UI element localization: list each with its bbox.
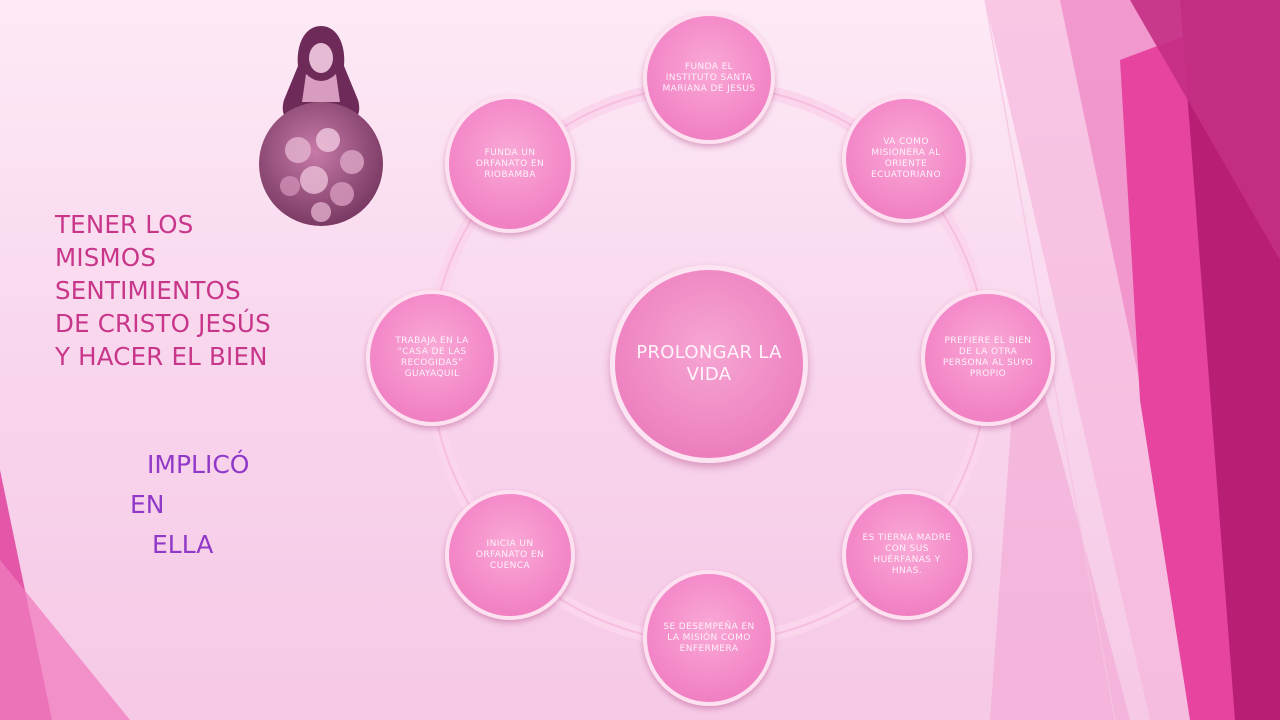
- node-label: PREFIERE EL BIEN DE LA OTRA PERSONA AL S…: [942, 336, 1034, 379]
- center-node-label: PROLONGAR LA VIDA: [636, 342, 782, 385]
- node-label: FUNDA EL INSTITUTO SANTA MARIANA DE JESU…: [662, 61, 756, 94]
- left-corner-shape-2: [0, 560, 130, 720]
- node-prefiere-bien: PREFIERE EL BIEN DE LA OTRA PERSONA AL S…: [921, 290, 1055, 426]
- center-node: PROLONGAR LA VIDA: [610, 265, 808, 463]
- node-tierna-madre: ES TIERNA MADRE CON SUS HUÉRFANAS Y HNAS…: [842, 490, 972, 620]
- node-funda-instituto: FUNDA EL INSTITUTO SANTA MARIANA DE JESU…: [643, 12, 775, 144]
- node-enfermera: SE DESEMPEÑA EN LA MISIÓN COMO ENFERMERA: [643, 570, 775, 706]
- right-top-dark: [1130, 0, 1280, 260]
- title-line-5: Y HACER EL BIEN: [55, 342, 268, 371]
- node-orfanato-riobamba: FUNDA UN ORFANATO EN RIOBAMBA: [445, 95, 575, 233]
- title-line-4: DE CRISTO JESÚS: [55, 309, 271, 338]
- title-line-2: MISMOS: [55, 243, 157, 272]
- subtitle-en: EN: [130, 490, 165, 519]
- node-label: ES TIERNA MADRE CON SUS HUÉRFANAS Y HNAS…: [862, 533, 952, 576]
- node-casa-recogidas: TRABAJA EN LA “CASA DE LAS RECOGIDAS” GU…: [366, 290, 498, 426]
- node-label: SE DESEMPEÑA EN LA MISIÓN COMO ENFERMERA: [663, 621, 755, 654]
- subtitle-implico: IMPLICÓ: [147, 450, 250, 479]
- node-label: FUNDA UN ORFANATO EN RIOBAMBA: [475, 147, 545, 180]
- slide-title: TENER LOS MISMOS SENTIMIENTOS DE CRISTO …: [55, 208, 325, 373]
- node-misionera-oriente: VA COMO MISIONERA AL ORIENTE ECUATORIANO: [842, 95, 970, 223]
- title-line-3: SENTIMIENTOS: [55, 276, 241, 305]
- node-label: VA COMO MISIONERA AL ORIENTE ECUATORIANO: [871, 137, 941, 180]
- subtitle-ella: ELLA: [152, 530, 214, 559]
- node-orfanato-cuenca: INICIA UN ORFANATO EN CUENCA: [445, 490, 575, 620]
- node-label: TRABAJA EN LA “CASA DE LAS RECOGIDAS” GU…: [395, 336, 469, 379]
- title-line-1: TENER LOS: [55, 210, 194, 239]
- saint-portrait-image: [259, 26, 383, 226]
- node-label: INICIA UN ORFANATO EN CUENCA: [475, 538, 545, 571]
